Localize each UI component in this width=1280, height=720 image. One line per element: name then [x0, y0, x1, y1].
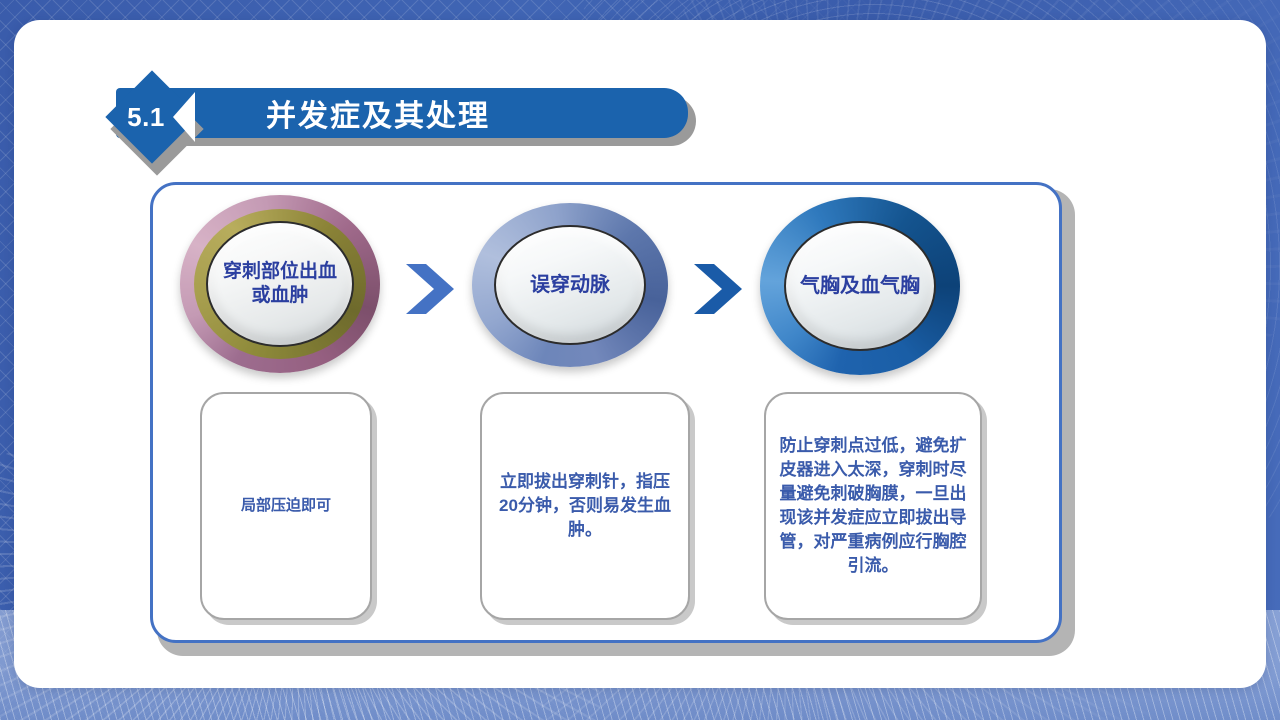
- node-label: 气胸及血气胸: [800, 274, 920, 297]
- flow-arrow-right-icon-2: [692, 258, 752, 320]
- chevron-notch-icon: [173, 92, 195, 142]
- section-number: 5.1: [127, 101, 165, 132]
- detail-box-text: 防止穿刺点过低，避免扩皮器进入太深，穿刺时尽量避免刺破胸膜，一旦出现该并发症应立…: [779, 435, 967, 576]
- node-inner-disc: 气胸及血气胸: [784, 221, 936, 351]
- detail-box-text: 立即拔出穿刺针，指压20分钟，否则易发生血肿。: [499, 471, 671, 540]
- detail-box-1[interactable]: 局部压迫即可: [200, 392, 377, 625]
- page-title: 并发症及其处理: [266, 100, 490, 133]
- flow-node-row: 穿刺部位出血 或血肿 误穿动脉 气胸及血气胸: [150, 195, 1062, 390]
- node-label: 误穿动脉: [530, 273, 610, 296]
- detail-box-frame: 立即拔出穿刺针，指压20分钟，否则易发生血肿。: [480, 392, 690, 620]
- slide-title-group: 并发症及其处理 5.1: [105, 70, 696, 176]
- title-bar: 并发症及其处理: [116, 88, 688, 138]
- flow-node-complication-1[interactable]: 穿刺部位出血 或血肿: [180, 195, 380, 373]
- node-label: 穿刺部位出血 或血肿: [222, 261, 337, 306]
- section-badge: 5.1: [105, 70, 199, 164]
- flow-arrow-right-icon-1: [404, 258, 464, 320]
- detail-box-text: 局部压迫即可: [240, 497, 331, 515]
- detail-box-row: 局部压迫即可 立即拔出穿刺针，指压20分钟，否则易发生血肿。 防止穿刺点过低，避…: [150, 392, 1062, 625]
- detail-box-2[interactable]: 立即拔出穿刺针，指压20分钟，否则易发生血肿。: [480, 392, 695, 625]
- flow-node-complication-3[interactable]: 气胸及血气胸: [760, 197, 960, 375]
- flow-node-complication-2[interactable]: 误穿动脉: [472, 203, 668, 367]
- detail-box-frame: 局部压迫即可: [200, 392, 372, 620]
- node-inner-disc: 穿刺部位出血 或血肿: [206, 221, 354, 347]
- detail-box-3[interactable]: 防止穿刺点过低，避免扩皮器进入太深，穿刺时尽量避免刺破胸膜，一旦出现该并发症应立…: [764, 392, 987, 625]
- detail-box-frame: 防止穿刺点过低，避免扩皮器进入太深，穿刺时尽量避免刺破胸膜，一旦出现该并发症应立…: [764, 392, 982, 620]
- node-inner-disc: 误穿动脉: [494, 225, 646, 345]
